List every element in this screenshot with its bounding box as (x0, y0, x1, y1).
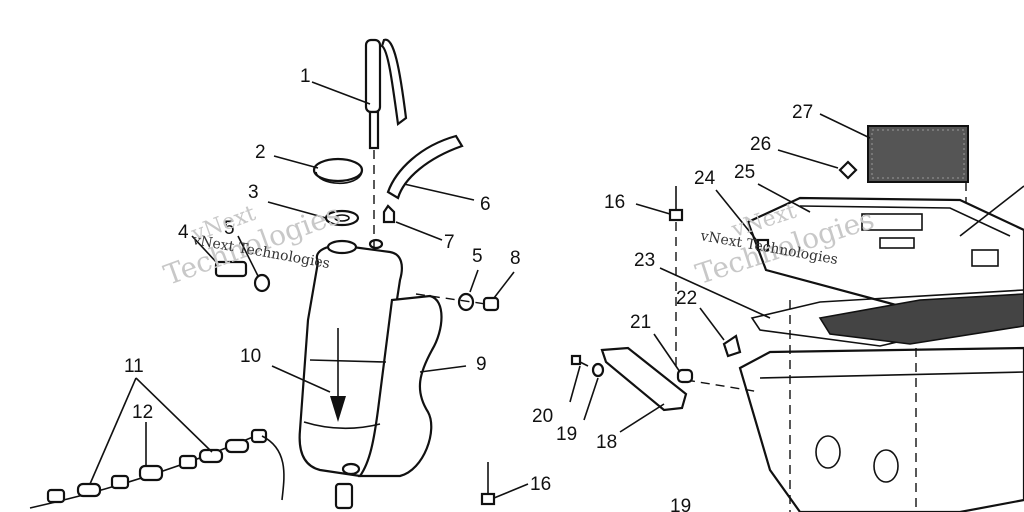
fuel-line-assembly (29, 428, 285, 509)
grommet (676, 368, 694, 384)
callout-9: 9 (476, 354, 487, 375)
callout-26: 26 (750, 134, 771, 155)
callout-2: 2 (255, 142, 266, 163)
callout-25: 25 (734, 162, 755, 183)
callout-3: 3 (248, 182, 259, 203)
fuel-cap (312, 157, 364, 183)
clip (838, 160, 858, 180)
nut (482, 296, 500, 312)
callout-5-right: 5 (472, 246, 483, 267)
washer (457, 292, 475, 312)
callout-6: 6 (480, 194, 491, 215)
callout-8: 8 (510, 248, 521, 269)
callout-21: 21 (630, 312, 651, 333)
callout-18: 18 (596, 432, 617, 453)
gasket (750, 289, 1024, 347)
vent-valve (382, 204, 396, 224)
callout-5-left: 5 (224, 218, 235, 239)
callout-16-lower: 16 (530, 474, 551, 495)
foam-filter (867, 125, 969, 183)
fastener (668, 208, 684, 222)
airbox-base (738, 346, 1024, 512)
cover-screw (756, 238, 770, 252)
callout-11: 11 (124, 356, 144, 377)
callout-27: 27 (792, 102, 813, 123)
filter-element (818, 293, 1024, 345)
callout-12: 12 (132, 402, 153, 423)
leader-lines (89, 81, 1024, 499)
callout-23: 23 (634, 250, 655, 271)
callout-labels: 1 2 3 4 5 5 6 7 8 9 10 11 12 16 16 18 19… (124, 66, 813, 512)
hose-clip (722, 334, 742, 358)
callout-19-left: 19 (556, 424, 577, 445)
airbox-cover (746, 196, 1024, 308)
callout-16-upper: 16 (604, 192, 625, 213)
callout-10: 10 (240, 346, 261, 367)
callout-7: 7 (444, 232, 455, 253)
callout-20: 20 (532, 406, 553, 427)
screw (570, 354, 582, 366)
small-washer (591, 362, 605, 378)
drain-fitting (334, 482, 354, 510)
callout-1: 1 (300, 66, 311, 87)
fuel-tank (298, 238, 443, 478)
bracket (600, 346, 688, 412)
callout-24: 24 (694, 168, 716, 189)
callout-19-bottom: 19 (670, 496, 691, 512)
mount-bolt (214, 260, 271, 293)
callout-4: 4 (178, 222, 189, 243)
fuel-sender (364, 38, 408, 250)
callout-22: 22 (676, 288, 697, 309)
